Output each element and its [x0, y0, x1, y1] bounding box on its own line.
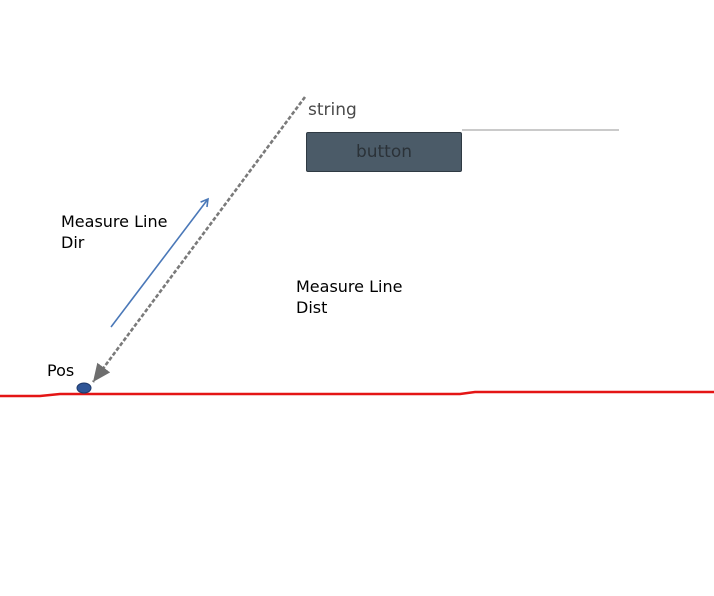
measure-line-dist-label-line1: Measure Line	[296, 277, 403, 296]
measure-line-dist-label: Measure Line Dist	[296, 276, 402, 318]
measure-line-dir-label: Measure Line Dir	[61, 211, 167, 253]
measure-line-dist	[91, 96, 307, 383]
pos-label-text: Pos	[47, 361, 75, 380]
position-marker	[76, 382, 92, 394]
ui-button[interactable]: button	[306, 132, 462, 172]
measure-line-dir-label-line1: Measure Line	[61, 212, 168, 231]
ui-button-label: button	[355, 142, 413, 162]
string-text: string	[308, 100, 357, 120]
measure-line-dir-arrow	[110, 197, 209, 328]
pos-label: Pos	[47, 360, 74, 381]
measure-line-dist-label-line2: Dist	[296, 298, 328, 317]
ground-line	[0, 390, 714, 398]
measure-line-dir-label-line2: Dir	[61, 233, 85, 252]
